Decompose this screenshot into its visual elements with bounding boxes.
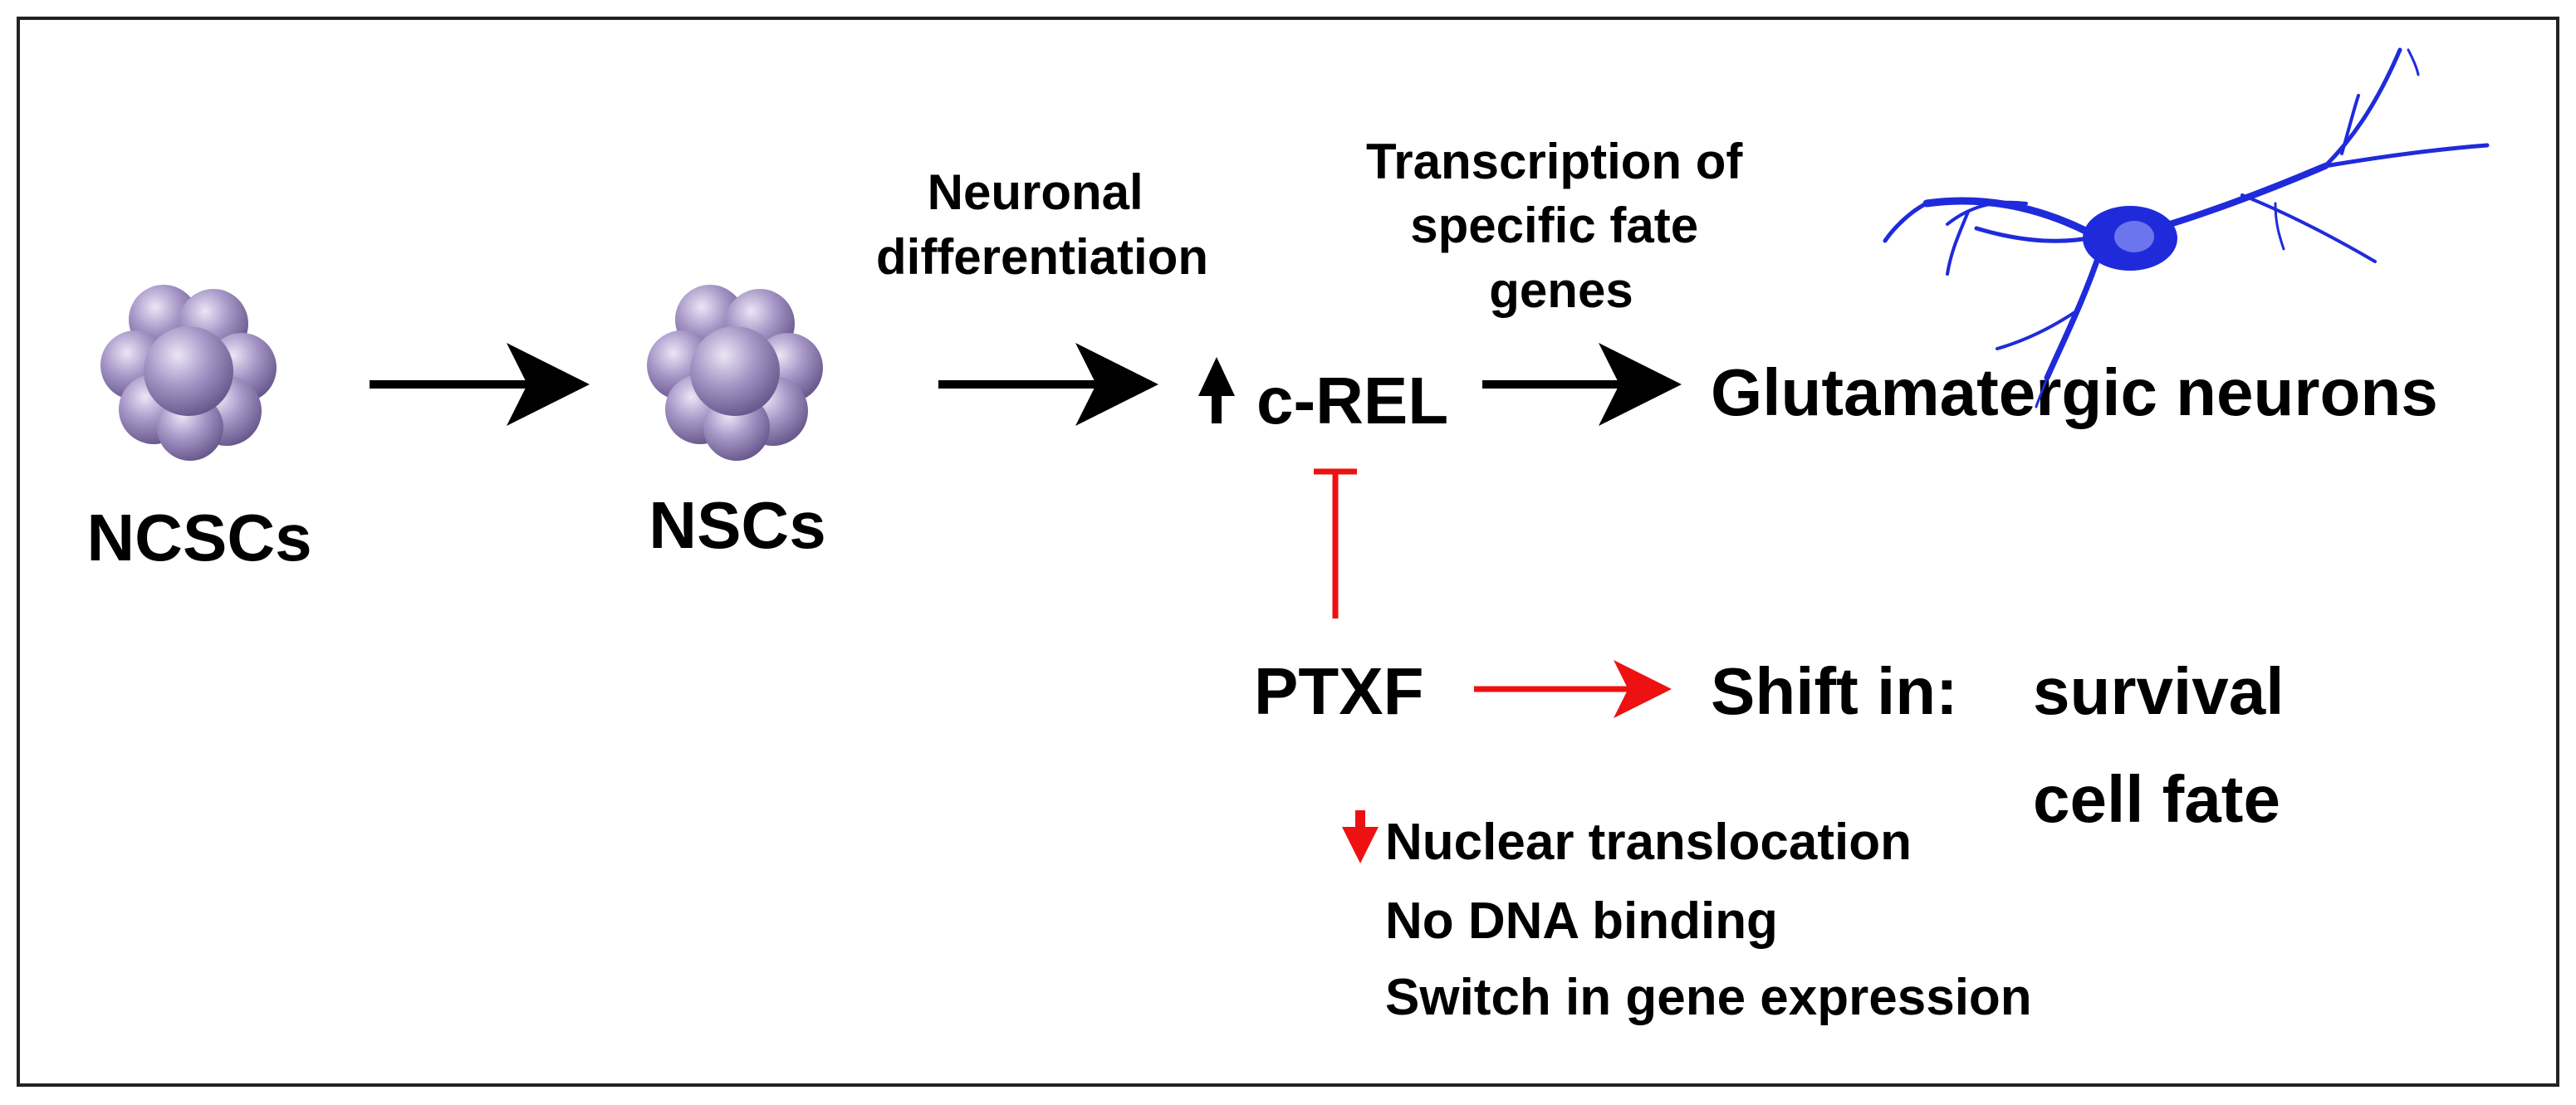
transcription-label: Transcription of specific fate genes [1366, 134, 1756, 318]
neuronal-diff-line2: differentiation [876, 229, 1208, 285]
inhibition-bar [1314, 468, 1357, 619]
survival-label: survival [2033, 654, 2284, 728]
ncscs-label: NCSCs [86, 501, 311, 575]
down-arrow-icon [1342, 810, 1379, 863]
effect-switch-gene-expression: Switch in gene expression [1385, 969, 2032, 1026]
transcription-line1: Transcription of [1366, 134, 1743, 189]
effect-no-dna-binding: No DNA binding [1385, 892, 1778, 950]
neuronal-differentiation-label: Neuronal differentiation [876, 164, 1208, 285]
glutamatergic-neurons-label: Glutamatergic neurons [1711, 355, 2438, 429]
ptxf-label: PTXF [1254, 654, 1423, 728]
shift-in-label: Shift in: [1711, 654, 1958, 728]
transcription-line3: genes [1489, 262, 1633, 318]
ncscs-cluster-icon [100, 285, 277, 461]
crel-label: c-REL [1256, 364, 1448, 438]
nscs-cluster-icon [647, 285, 823, 461]
diagram-frame [17, 17, 2559, 1087]
neuronal-diff-line1: Neuronal [928, 164, 1144, 220]
effect-nuclear-translocation: Nuclear translocation [1385, 814, 1912, 871]
cell-fate-label: cell fate [2033, 762, 2280, 836]
up-arrow-icon [1198, 357, 1235, 423]
transcription-line2: specific fate [1410, 198, 1698, 253]
neuron-icon [1883, 47, 2490, 408]
nscs-label: NSCs [649, 488, 825, 562]
